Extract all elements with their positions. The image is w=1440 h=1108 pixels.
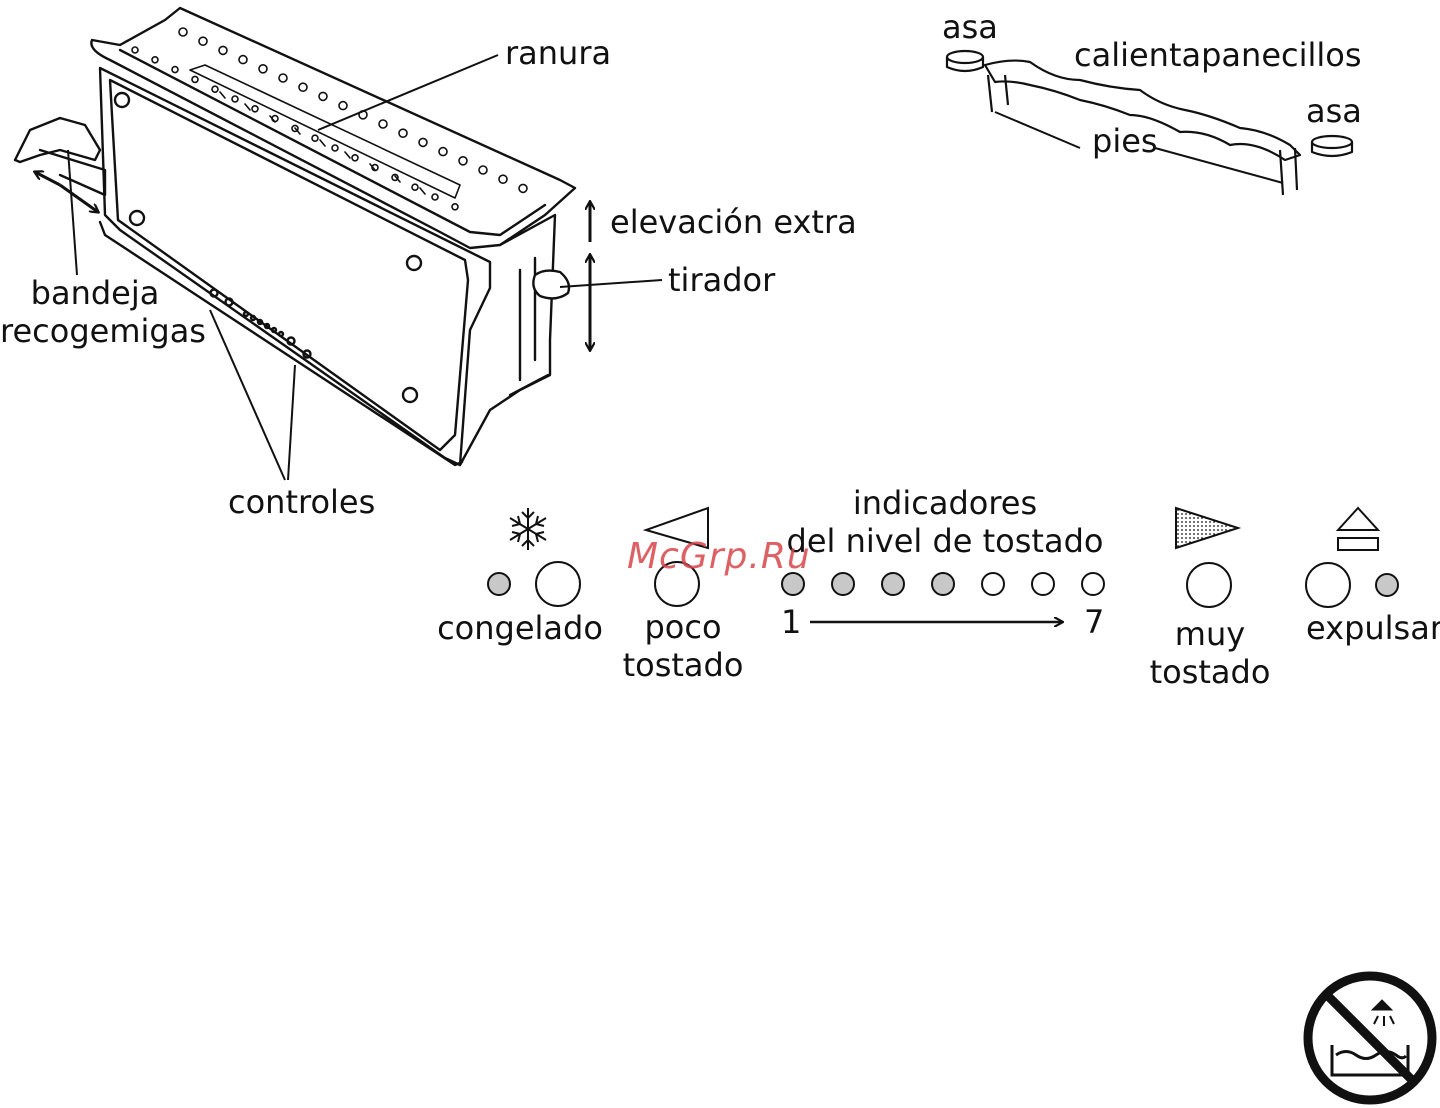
extra-lift-label: elevación extra bbox=[610, 203, 857, 241]
handle-right-label: asa bbox=[1306, 92, 1362, 130]
lighter-label-line1: poco bbox=[600, 608, 766, 646]
toast-level-title-line1: indicadores bbox=[780, 484, 1110, 522]
frozen-indicator-led bbox=[488, 573, 510, 595]
eject-icon bbox=[1338, 508, 1378, 550]
handle-left-label: asa bbox=[942, 8, 998, 46]
toast-level-title-line2: del nivel de tostado bbox=[780, 522, 1110, 560]
toast-level-led bbox=[932, 573, 954, 595]
crumb-tray-label-line2: recogemigas bbox=[0, 312, 190, 350]
toast-level-led bbox=[1082, 573, 1104, 595]
toast-level-led bbox=[832, 573, 854, 595]
lever-label: tirador bbox=[668, 261, 775, 299]
eject-label: expulsar bbox=[1306, 609, 1440, 647]
toast-level-leds bbox=[782, 573, 1104, 595]
watermark: McGrp.Ru bbox=[627, 536, 811, 577]
no-water-immersion-icon bbox=[1308, 976, 1432, 1100]
feet-label: pies bbox=[1092, 122, 1158, 160]
controls-label: controles bbox=[228, 483, 375, 521]
snowflake-icon bbox=[510, 508, 546, 550]
eject-button[interactable] bbox=[1306, 563, 1350, 607]
level-min-label: 1 bbox=[781, 603, 801, 641]
crumb-tray-label-line1: bandeja bbox=[0, 274, 190, 312]
darker-button[interactable] bbox=[1187, 563, 1231, 607]
frozen-button[interactable] bbox=[536, 562, 580, 606]
toast-level-led bbox=[882, 573, 904, 595]
toast-level-led bbox=[982, 573, 1004, 595]
slot-label: ranura bbox=[505, 34, 611, 72]
bun-warmer-label: calientapanecillos bbox=[1074, 36, 1362, 74]
level-max-label: 7 bbox=[1084, 603, 1104, 641]
darker-label-line1: muy bbox=[1130, 615, 1290, 653]
eject-indicator-led bbox=[1376, 574, 1398, 596]
lighter-label-line2: tostado bbox=[600, 646, 766, 684]
dark-toast-triangle-icon bbox=[1176, 508, 1238, 548]
darker-label-line2: tostado bbox=[1130, 653, 1290, 691]
toast-level-led bbox=[1032, 573, 1054, 595]
frozen-label: congelado bbox=[430, 609, 610, 647]
toaster-illustration bbox=[15, 8, 575, 465]
